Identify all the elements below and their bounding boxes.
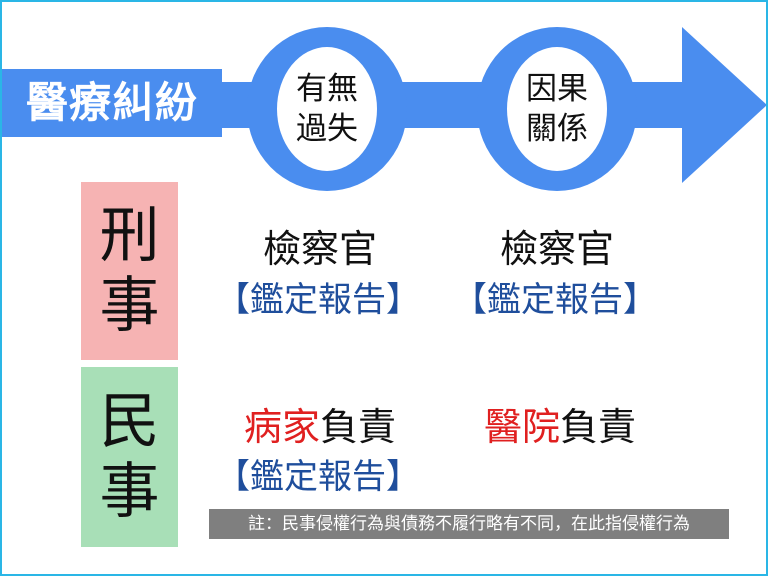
footnote: 註：民事侵權行為與債務不履行略有不同，在此指侵權行為	[209, 509, 729, 539]
text: 負責	[320, 405, 397, 449]
civil-label: 民事	[81, 367, 178, 547]
label-char: 刑	[99, 201, 160, 271]
text: 負責	[560, 405, 637, 449]
step-causation: 因果關係	[477, 27, 637, 191]
label-char: 事	[99, 457, 160, 527]
criminal-label: 刑事	[81, 182, 178, 360]
civil-who-2: 醫院負責	[440, 396, 680, 451]
criminal-basis-1: 【鑑定報告】	[216, 280, 420, 320]
label-char: 事	[99, 271, 160, 341]
civil-basis-1: 【鑑定報告】	[216, 457, 420, 497]
step-negligence: 有無過失	[247, 27, 407, 191]
step-text: 關係	[526, 111, 588, 147]
step-text: 因果	[526, 71, 588, 107]
criminal-who-1: 檢察官	[262, 227, 377, 271]
title-label: 醫療糾紛	[2, 69, 222, 137]
label-char: 民	[99, 387, 160, 457]
process-arrow-head	[682, 27, 766, 183]
criminal-basis-2: 【鑑定報告】	[453, 280, 657, 320]
highlight-text: 醫院	[483, 405, 560, 449]
step-text: 有無	[296, 71, 358, 107]
criminal-who-2: 檢察官	[499, 227, 614, 271]
highlight-text: 病家	[243, 405, 320, 449]
step-text: 過失	[296, 111, 358, 147]
civil-who-1: 病家負責	[200, 396, 440, 451]
